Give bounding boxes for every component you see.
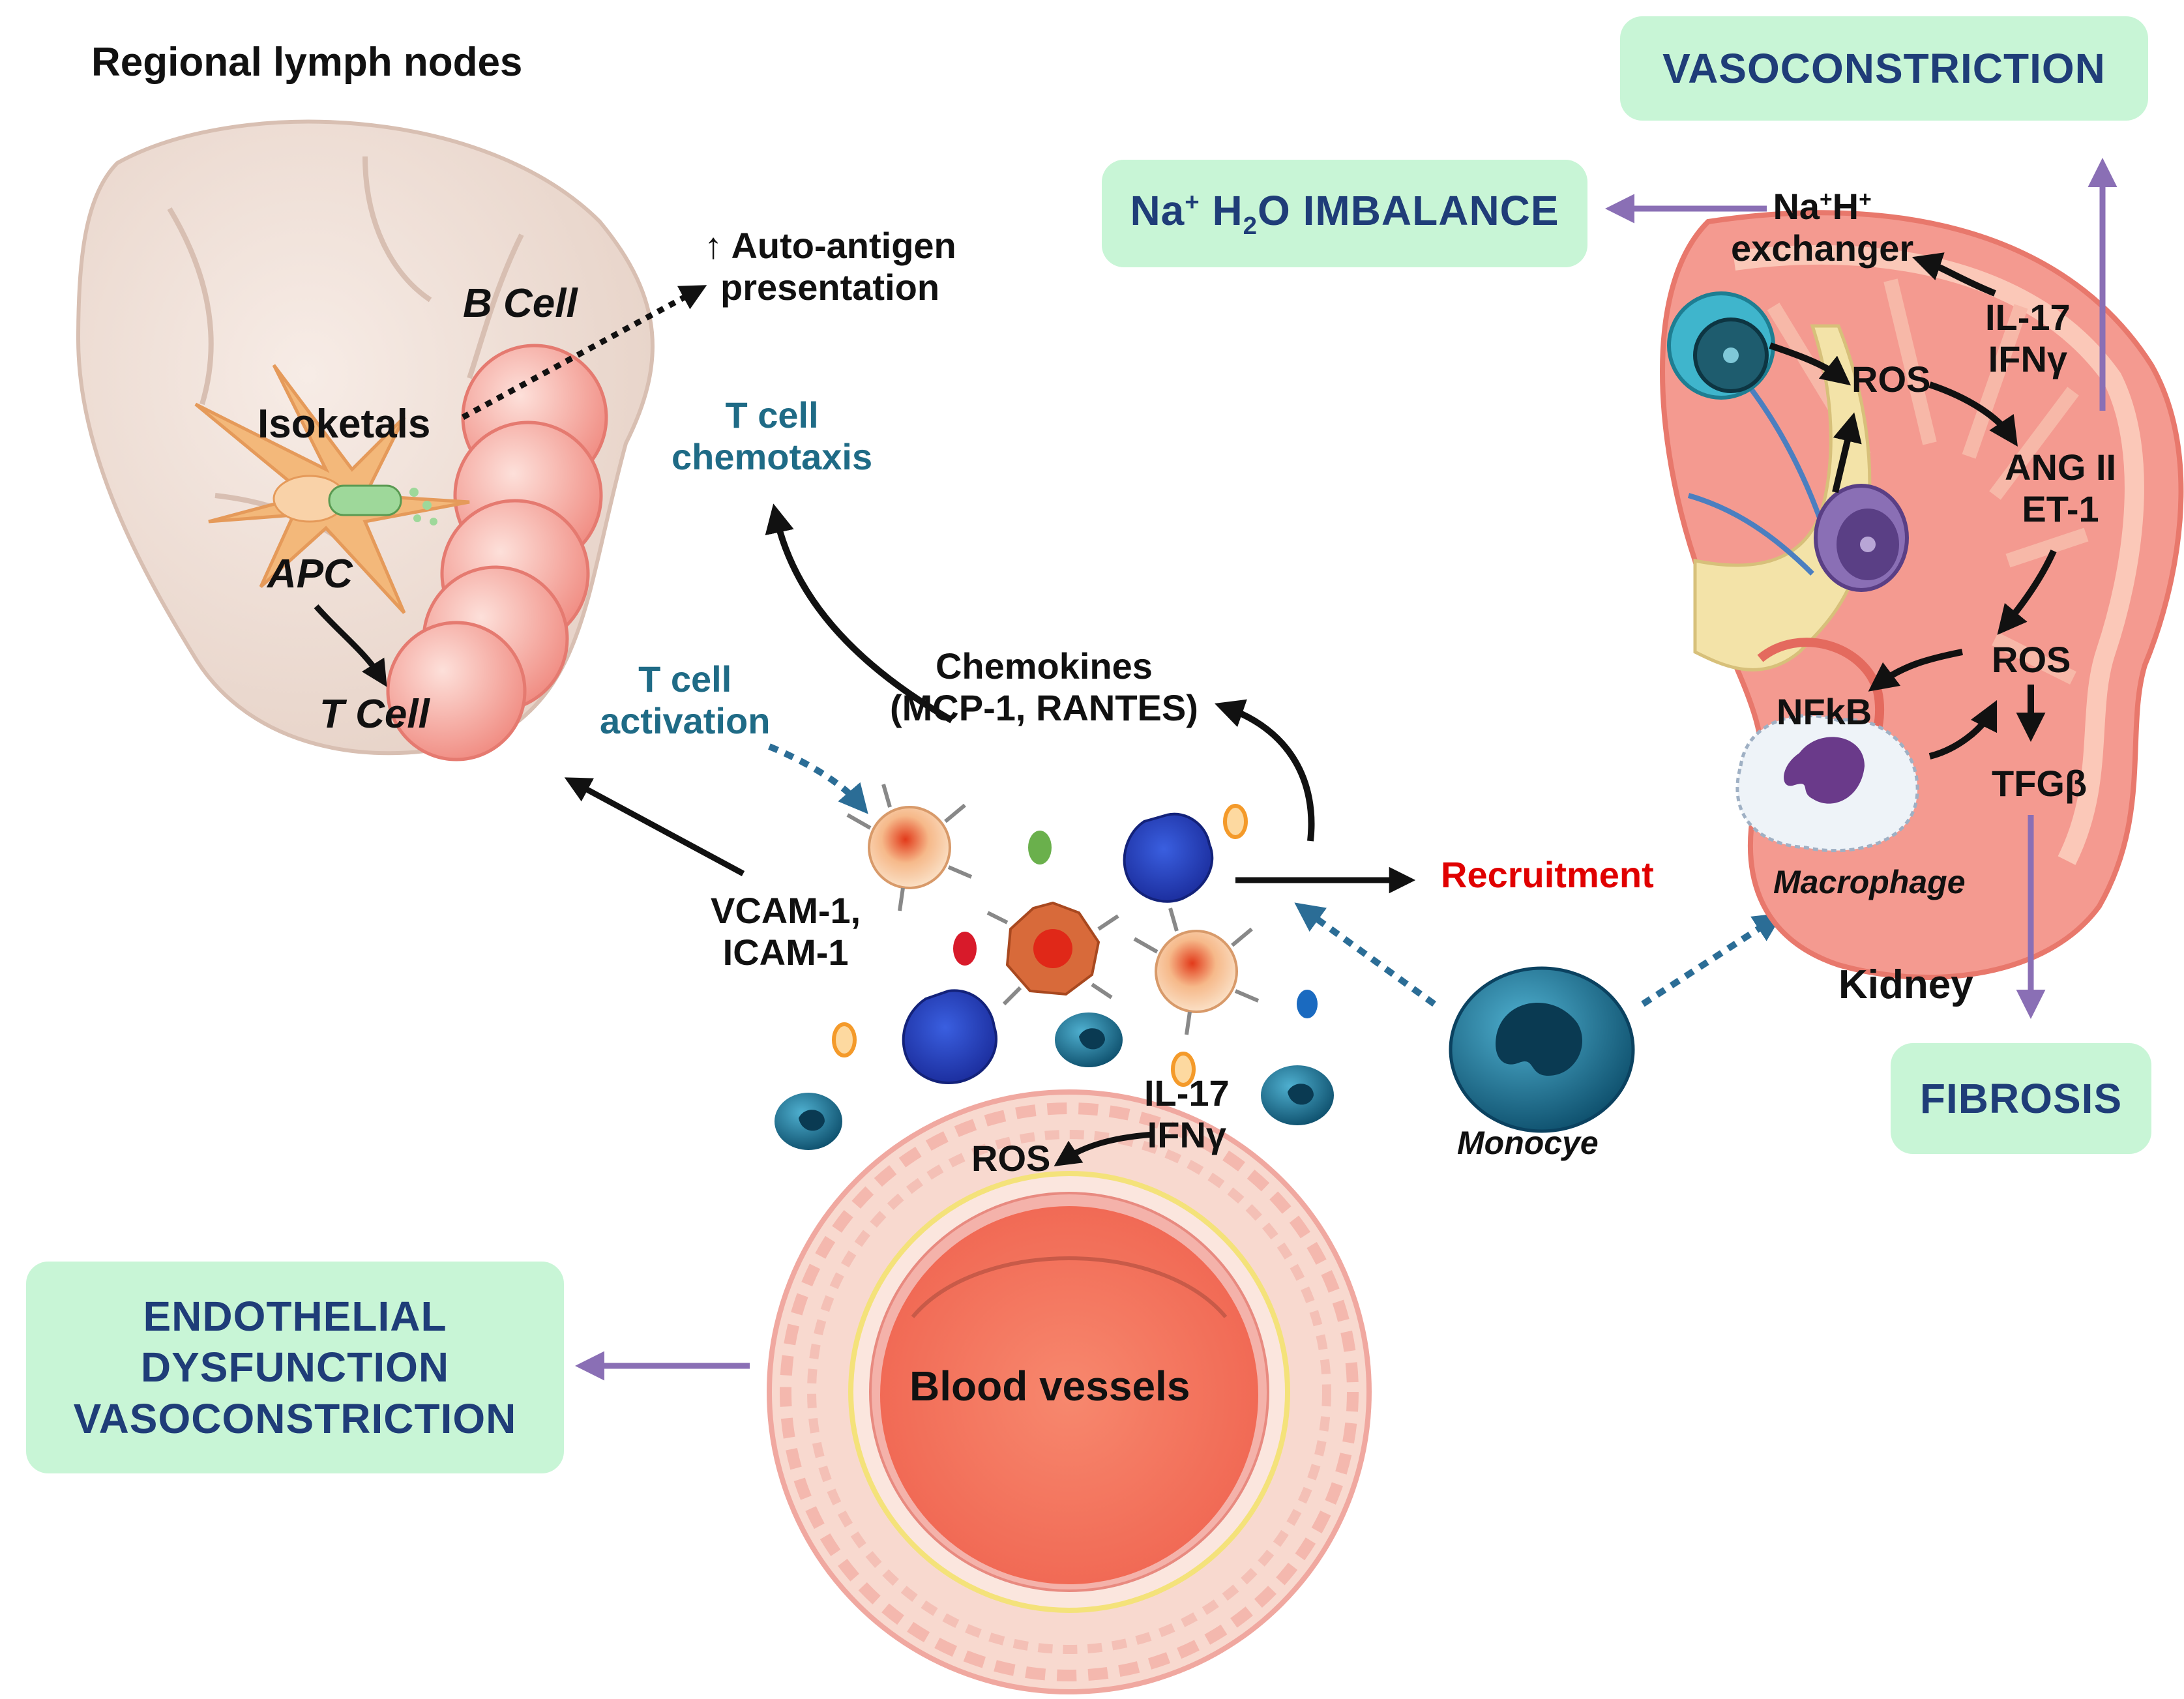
orange-granule bbox=[1223, 804, 1248, 839]
blue-cell bbox=[902, 989, 998, 1084]
kidney-ros-top-label: ROS bbox=[1852, 359, 1931, 400]
monocyte-macrophage-arrow bbox=[1641, 913, 1784, 1007]
kidney-arrow bbox=[1911, 252, 1996, 297]
kidney-arrow bbox=[1997, 549, 2057, 635]
outcome-fibrosis-text: FIBROSIS bbox=[1919, 1074, 2123, 1122]
green-granule bbox=[1028, 831, 1052, 864]
macrophage-label: Macrophage bbox=[1773, 864, 1966, 900]
outcome-endothelial: ENDOTHELIAL DYSFUNCTION VASOCONSTRICTION bbox=[26, 1262, 564, 1473]
glomerulus-teal bbox=[1667, 291, 1775, 400]
t-cell-chemotaxis-label: T cell chemotaxis bbox=[671, 394, 873, 478]
blood-vessels-label: Blood vessels bbox=[909, 1363, 1190, 1410]
small-monocyte bbox=[775, 1093, 842, 1150]
tgfb-label: TFGβ bbox=[1992, 763, 2088, 804]
ang-ii-label: ANG II ET-1 bbox=[2005, 447, 2117, 530]
kidney-arrow bbox=[1928, 700, 1998, 760]
blood-vessel bbox=[767, 1089, 1372, 1694]
orange-granule bbox=[1171, 1052, 1196, 1087]
t-cell-activation-label: T cell activation bbox=[600, 658, 771, 742]
red-granule bbox=[953, 932, 977, 966]
nfkb-label: NFkB bbox=[1777, 691, 1872, 732]
lymph-follicles bbox=[386, 344, 608, 761]
apc-label: APC bbox=[267, 552, 353, 597]
vcam-arrow bbox=[564, 777, 745, 876]
recruitment-label: Recruitment bbox=[1441, 854, 1654, 895]
outcome-endothelial-line3: VASOCONSTRICTION bbox=[73, 1395, 517, 1442]
small-monocyte bbox=[1055, 1012, 1123, 1067]
isoketals-label: Isoketals bbox=[258, 402, 431, 447]
monocyte-cell bbox=[1449, 966, 1635, 1133]
outcome-vasoconstriction: VASOCONSTRICTION bbox=[1620, 16, 2148, 121]
kidney bbox=[1660, 210, 2184, 980]
chemokines-label: Chemokines (MCP-1, RANTES) bbox=[890, 645, 1198, 729]
kidney-label: Kidney bbox=[1838, 962, 1973, 1007]
small-monocyte bbox=[1261, 1065, 1334, 1125]
vessel-cytokines-label: IL-17 IFNγ bbox=[1144, 1072, 1230, 1156]
outcome-fibrosis: FIBROSIS bbox=[1891, 1043, 2151, 1154]
outcome-na-imbalance-text: Na+ H2O IMBALANCE bbox=[1130, 187, 1559, 240]
kidney-arrow bbox=[1769, 342, 1852, 386]
outcome-na-imbalance: Na+ H2O IMBALANCE bbox=[1102, 160, 1587, 267]
outcome-endothelial-line1: ENDOTHELIAL bbox=[143, 1293, 447, 1340]
vessel-ros-label: ROS bbox=[971, 1138, 1051, 1179]
blue-granule bbox=[1297, 990, 1318, 1018]
macrophage-cell bbox=[1735, 714, 1919, 853]
kidney-arrow bbox=[1832, 412, 1862, 494]
na-h-exchanger-label: Na+H+ exchanger bbox=[1731, 186, 1914, 269]
lymph-node-title: Regional lymph nodes bbox=[91, 40, 523, 85]
apc-cell bbox=[194, 364, 470, 614]
cell-cloud bbox=[775, 784, 1334, 1150]
blue-cell bbox=[1123, 812, 1214, 903]
t-cell-label: T Cell bbox=[319, 692, 430, 737]
t-cell bbox=[846, 784, 973, 911]
kidney-cytokines-label: IL-17 IFNγ bbox=[1985, 297, 2071, 380]
outcome-vasoconstriction-text: VASOCONSTRICTION bbox=[1662, 44, 2106, 92]
kidney-arrow bbox=[1868, 649, 1963, 692]
glomerulus-purple bbox=[1814, 484, 1909, 592]
t-cell-activation-arrow bbox=[768, 743, 868, 814]
kidney-ros-bottom-label: ROS bbox=[1992, 639, 2071, 680]
chemotaxis-arrow bbox=[765, 503, 954, 724]
isoketal-antigen-arrow bbox=[461, 285, 707, 420]
vcam-label: VCAM-1, ICAM-1 bbox=[711, 890, 861, 973]
b-cell-label: B Cell bbox=[463, 281, 578, 326]
monocyte-recruit-arrow bbox=[1294, 902, 1436, 1007]
t-cell bbox=[1133, 908, 1260, 1035]
auto-antigen-label: ↑ Auto-antigen presentation bbox=[704, 225, 956, 308]
kidney-arrow bbox=[1928, 381, 2018, 447]
orange-granule bbox=[832, 1022, 857, 1057]
monocyte-label: Monocye bbox=[1457, 1125, 1599, 1161]
lymph-node bbox=[76, 119, 655, 761]
vessel-ros-arrow bbox=[1054, 1131, 1155, 1166]
activated-cell bbox=[986, 901, 1119, 1006]
outcome-endothelial-line2: DYSFUNCTION bbox=[140, 1344, 450, 1391]
chemokine-arrow bbox=[1215, 699, 1315, 842]
